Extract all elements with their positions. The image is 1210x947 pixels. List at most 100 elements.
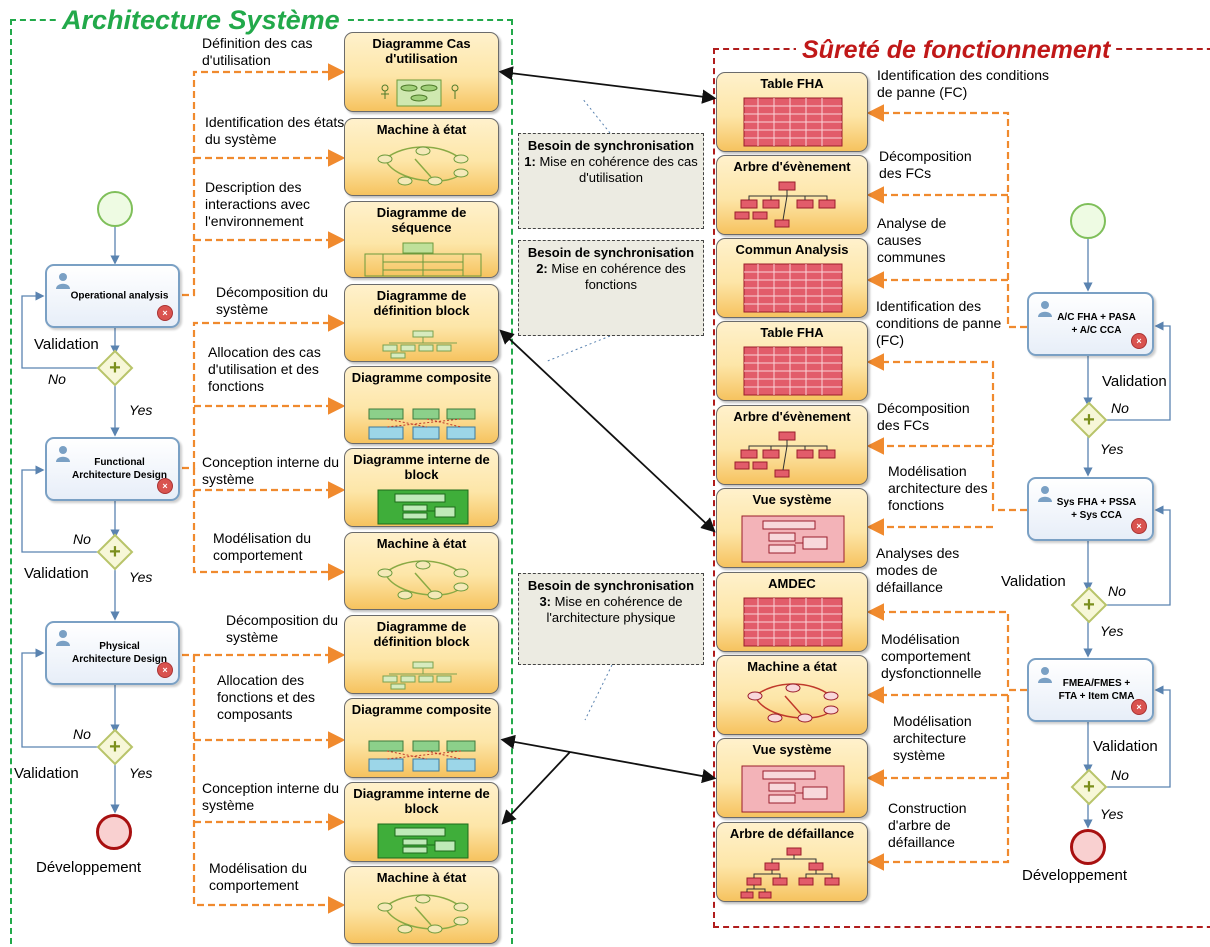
statemachine-icon bbox=[377, 894, 469, 934]
user-icon bbox=[1038, 301, 1052, 317]
ibd-icon bbox=[377, 489, 469, 525]
dysfunctional-state-machine-box[interactable]: Machine a état bbox=[716, 655, 868, 735]
end-event[interactable] bbox=[96, 814, 132, 850]
safety-panel-title: Sûreté de fonctionnement bbox=[796, 35, 1117, 65]
box-title: Machine a état bbox=[747, 659, 837, 674]
plus-icon: + bbox=[1083, 409, 1095, 431]
start-event[interactable] bbox=[1070, 203, 1106, 239]
state-machine-box[interactable]: Machine à état bbox=[344, 866, 499, 944]
eventtree-icon bbox=[734, 181, 836, 228]
process-label: FMEA/FMES + FTA + Item CMA bbox=[1058, 678, 1135, 702]
error-badge-icon: × bbox=[157, 662, 173, 678]
statemachine-icon bbox=[377, 146, 469, 186]
process-label: Operational analysis bbox=[70, 290, 169, 302]
step-label: Décomposition du système bbox=[216, 284, 329, 317]
plus-icon: + bbox=[109, 541, 121, 563]
note-connector bbox=[581, 97, 611, 134]
validation-label: Validation bbox=[1093, 738, 1158, 755]
ac-fha-process[interactable]: A/C FHA + PASA + A/C CCA × bbox=[1027, 292, 1154, 356]
sync-arrow bbox=[498, 66, 717, 104]
internal-block-diagram-box[interactable]: Diagramme interne de block bbox=[344, 448, 499, 527]
validation-label: Validation bbox=[14, 765, 79, 782]
fault-tree-box[interactable]: Arbre de défaillance bbox=[716, 822, 868, 902]
no-label: No bbox=[1111, 400, 1129, 416]
box-title: Vue système bbox=[752, 742, 832, 757]
user-icon bbox=[1038, 486, 1052, 502]
fmea-process[interactable]: FMEA/FMES + FTA + Item CMA × bbox=[1027, 658, 1154, 722]
box-title: Diagramme interne de block bbox=[353, 452, 490, 482]
fha-table-box[interactable]: Table FHA bbox=[716, 72, 868, 152]
internal-block-diagram-box[interactable]: Diagramme interne de block bbox=[344, 782, 499, 862]
statemachine-red-icon bbox=[747, 683, 839, 723]
step-label: Modélisation du comportement bbox=[213, 530, 312, 563]
orange-arrow bbox=[192, 468, 346, 581]
process-label: Sys FHA + PSSA + Sys CCA bbox=[1056, 497, 1137, 521]
validation-label: Validation bbox=[1102, 373, 1167, 390]
validation-label: Validation bbox=[34, 336, 99, 353]
sync-note-2: Besoin de synchronisation 2: Mise en coh… bbox=[518, 240, 704, 336]
no-label: No bbox=[73, 531, 91, 547]
box-title: Machine à état bbox=[376, 870, 467, 885]
architecture-panel-title: Architecture Système bbox=[56, 5, 346, 35]
sync-note-text: Mise en cohérence des fonctions bbox=[551, 261, 686, 292]
sequence-diagram-box[interactable]: Diagramme de séquence bbox=[344, 201, 499, 278]
physical-architecture-process[interactable]: Physical Architecture Design × bbox=[45, 621, 180, 685]
error-badge-icon: × bbox=[1131, 333, 1147, 349]
sys-fha-process[interactable]: Sys FHA + PSSA + Sys CCA × bbox=[1027, 477, 1154, 541]
event-tree-box[interactable]: Arbre d'évènement bbox=[716, 155, 868, 235]
start-event[interactable] bbox=[97, 191, 133, 227]
step-label: Identification des conditions de panne (… bbox=[876, 298, 1002, 348]
state-machine-box[interactable]: Machine à état bbox=[344, 118, 499, 196]
system-view-box[interactable]: Vue système bbox=[716, 488, 868, 568]
yes-label: Yes bbox=[1100, 623, 1124, 639]
sync-arrow bbox=[569, 751, 717, 784]
note-connector bbox=[584, 664, 613, 721]
orange-arrow bbox=[866, 353, 1027, 512]
flow-arrow bbox=[21, 465, 102, 553]
usecase-diagram-box[interactable]: Diagramme Cas d'utilisation bbox=[344, 32, 499, 112]
box-title: Arbre d'évènement bbox=[733, 159, 851, 174]
sync-note-heading: Besoin de synchronisation 1: bbox=[524, 138, 695, 169]
sync-note-1: Besoin de synchronisation 1: Mise en coh… bbox=[518, 133, 704, 229]
no-label: No bbox=[1108, 583, 1126, 599]
sequence-icon bbox=[364, 242, 482, 277]
box-title: Diagramme composite bbox=[351, 370, 492, 385]
block-definition-diagram-box[interactable]: Diagramme de définition block bbox=[344, 615, 499, 694]
common-analysis-box[interactable]: Commun Analysis bbox=[716, 238, 868, 318]
plus-icon: + bbox=[109, 736, 121, 758]
step-label: Décomposition des FCs bbox=[879, 148, 972, 181]
user-icon bbox=[56, 446, 70, 462]
block-definition-diagram-box[interactable]: Diagramme de définition block bbox=[344, 284, 499, 362]
operational-analysis-process[interactable]: Operational analysis × bbox=[45, 264, 180, 328]
state-machine-box[interactable]: Machine à état bbox=[344, 532, 499, 610]
user-icon bbox=[56, 273, 70, 289]
event-tree-box[interactable]: Arbre d'évènement bbox=[716, 405, 868, 485]
end-label: Développement bbox=[1022, 867, 1128, 884]
end-event[interactable] bbox=[1070, 829, 1106, 865]
composite-diagram-box[interactable]: Diagramme composite bbox=[344, 698, 499, 778]
system-view-box[interactable]: Vue système bbox=[716, 738, 868, 818]
error-badge-icon: × bbox=[157, 305, 173, 321]
box-title: Arbre d'évènement bbox=[733, 409, 851, 424]
sync-note-text: Mise en cohérence des cas d'utilisation bbox=[539, 154, 698, 185]
step-label: Analyses des modes de défaillance bbox=[876, 545, 960, 595]
fha-table-box[interactable]: Table FHA bbox=[716, 321, 868, 401]
composite-diagram-box[interactable]: Diagramme composite bbox=[344, 366, 499, 444]
flow-arrow bbox=[21, 291, 102, 369]
amdec-box[interactable]: AMDEC bbox=[716, 572, 868, 652]
step-label: Identification des conditions de panne (… bbox=[877, 67, 1049, 100]
note-connector bbox=[544, 335, 611, 363]
sync-note-3: Besoin de synchronisation 3: Mise en coh… bbox=[518, 573, 704, 665]
box-title: Machine à état bbox=[376, 122, 467, 137]
table-icon bbox=[743, 97, 843, 147]
user-icon bbox=[56, 630, 70, 646]
table-icon bbox=[743, 346, 843, 396]
box-title: Diagramme composite bbox=[351, 702, 492, 717]
eventtree-icon bbox=[734, 431, 836, 478]
flow-arrow bbox=[21, 648, 102, 748]
process-label: Functional Architecture Design bbox=[71, 457, 168, 481]
sync-note-heading: Besoin de synchronisation 3: bbox=[527, 578, 695, 609]
sync-arrow bbox=[501, 751, 571, 825]
functional-architecture-process[interactable]: Functional Architecture Design × bbox=[45, 437, 180, 501]
